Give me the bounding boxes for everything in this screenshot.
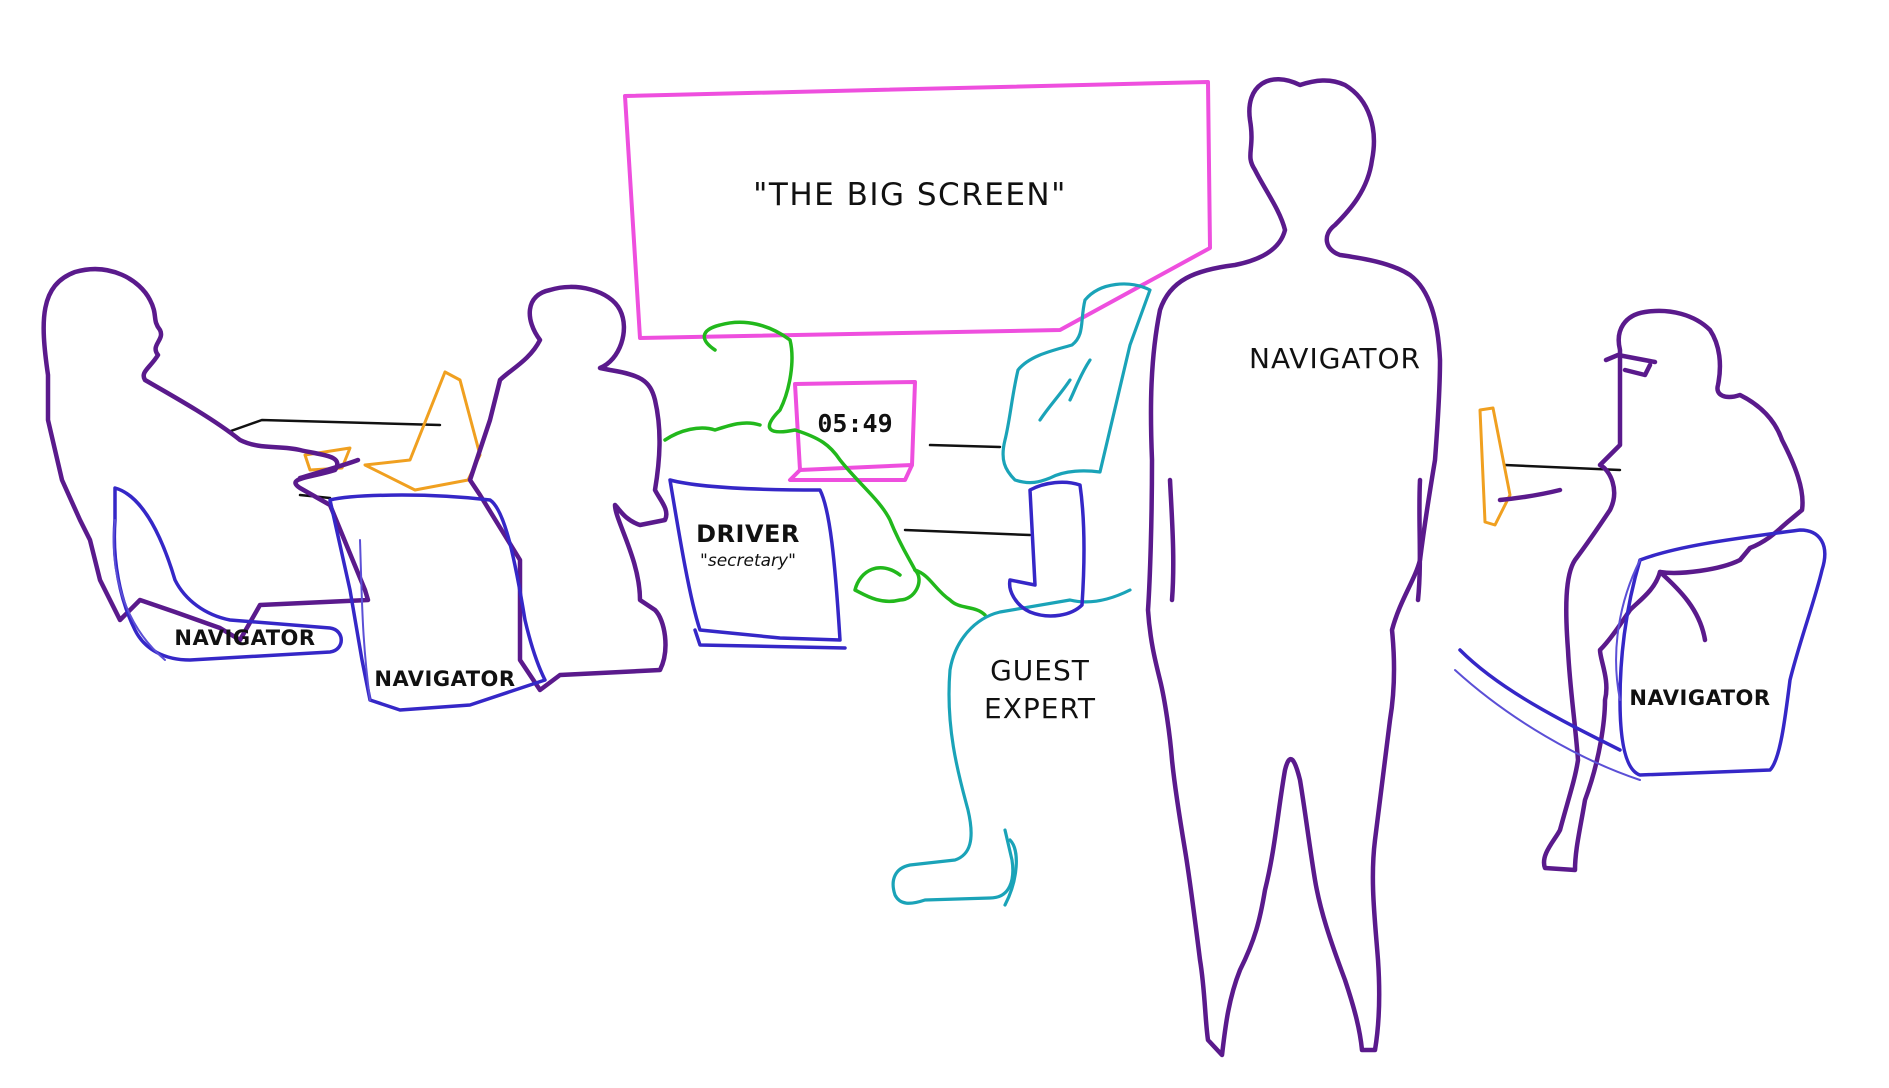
navigator-label-far-left: NAVIGATOR xyxy=(174,626,315,650)
table xyxy=(226,418,1622,537)
laptop-left xyxy=(303,370,482,492)
navigator-left-center xyxy=(467,284,669,693)
navigator-standing: NAVIGATOR xyxy=(1145,77,1443,1058)
navigator-label-standing: NAVIGATOR xyxy=(1249,342,1421,375)
chair-right: NAVIGATOR xyxy=(1454,528,1827,781)
chair-driver: DRIVER "secretary" xyxy=(668,478,847,650)
driver-label: DRIVER xyxy=(696,520,800,548)
navigator-right xyxy=(1497,308,1805,873)
navigator-label-left-center: NAVIGATOR xyxy=(374,667,515,691)
navigator-far-left xyxy=(41,266,371,643)
laptop-right xyxy=(1478,406,1512,527)
laptop-driver: 05:49 xyxy=(788,380,917,482)
big-screen-label: "THE BIG SCREEN" xyxy=(753,177,1067,213)
chair-far-left: NAVIGATOR xyxy=(112,486,343,662)
guest-expert: GUEST EXPERT xyxy=(891,282,1152,907)
guest-expert-label-line2: EXPERT xyxy=(984,692,1096,725)
chair-guest-expert xyxy=(1007,480,1086,618)
big-screen: "THE BIG SCREEN" xyxy=(623,80,1212,340)
timer-display: 05:49 xyxy=(817,409,892,438)
navigator-label-right: NAVIGATOR xyxy=(1629,686,1770,710)
chair-left-center: NAVIGATOR xyxy=(328,493,547,712)
driver xyxy=(663,320,987,617)
guest-expert-label-line1: GUEST xyxy=(990,654,1090,687)
driver-sublabel: "secretary" xyxy=(700,551,796,571)
